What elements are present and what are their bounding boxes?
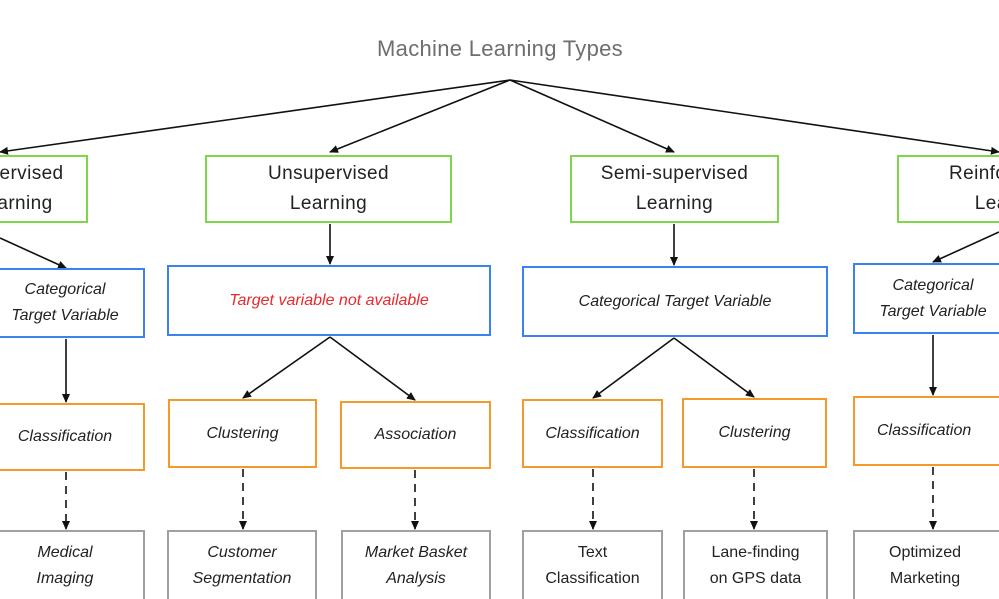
title-to-semi-supervised-arrow bbox=[509, 79, 675, 153]
market-basket-analysis-node: Market Basket Analysis bbox=[341, 530, 491, 599]
semi-supervised-target-node: Categorical Target Variable bbox=[522, 266, 828, 337]
title-to-supervised-arrow bbox=[0, 79, 511, 155]
supervised-classification-node: Classification bbox=[0, 403, 145, 471]
semi-target-to-clustering-arrow bbox=[673, 337, 755, 398]
semi-supervised-clustering-node: Clustering bbox=[682, 398, 827, 468]
unsupervised-association-node: Association bbox=[340, 401, 491, 469]
reinforcement-target-node: Categorical Target Variable bbox=[853, 263, 999, 334]
semi-supervised-classification-node: Classification bbox=[522, 399, 663, 468]
unsupervised-target-node: Target variable not available bbox=[167, 265, 491, 336]
unsupervised-target-to-association-arrow bbox=[329, 336, 416, 401]
reinforcement-learning-node: Reinforcement Learning bbox=[897, 155, 999, 223]
unsupervised-target-to-clustering-arrow bbox=[242, 336, 331, 399]
supervised-to-target-arrow bbox=[0, 237, 67, 269]
diagram-title: Machine Learning Types bbox=[377, 36, 623, 61]
reinforcement-to-target-arrow bbox=[932, 231, 999, 263]
customer-segmentation-node: Customer Segmentation bbox=[167, 530, 317, 599]
supervised-learning-node: Supervised Learning bbox=[0, 155, 88, 223]
unsupervised-clustering-node: Clustering bbox=[168, 399, 317, 468]
semi-target-to-classification-arrow bbox=[592, 337, 675, 399]
title-to-reinforcement-arrow bbox=[509, 79, 999, 155]
semi-supervised-learning-node: Semi-supervised Learning bbox=[570, 155, 779, 223]
lane-finding-node: Lane-finding on GPS data bbox=[683, 530, 828, 599]
supervised-target-node: Categorical Target Variable bbox=[0, 268, 145, 338]
unsupervised-learning-node: Unsupervised Learning bbox=[205, 155, 452, 223]
medical-imaging-node: Medical Imaging bbox=[0, 530, 145, 599]
text-classification-node: Text Classification bbox=[522, 530, 663, 599]
reinforcement-classification-node: Classification bbox=[853, 396, 999, 466]
title-to-unsupervised-arrow bbox=[329, 79, 511, 153]
optimized-marketing-node: Optimized Marketing bbox=[853, 530, 999, 599]
